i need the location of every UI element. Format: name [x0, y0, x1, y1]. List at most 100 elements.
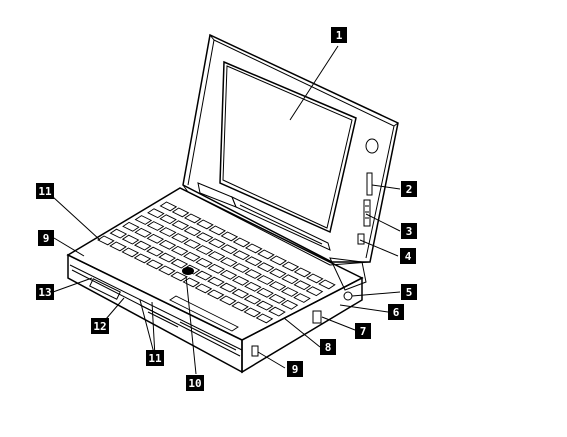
keyboard-key	[195, 245, 214, 255]
keyboard-key	[122, 221, 140, 232]
keyboard-key	[207, 263, 226, 274]
keyboard-key	[195, 270, 213, 281]
lid-indicator	[365, 138, 379, 154]
keyboard-key	[194, 283, 213, 294]
keyboard-key	[220, 257, 238, 267]
keyboard-key	[159, 227, 177, 237]
callout-8-label: 8	[325, 341, 332, 354]
callout-9-right-label: 9	[292, 363, 299, 376]
keyboard-key	[145, 259, 164, 270]
callout-11-bottom: 11	[146, 350, 164, 366]
keyboard-key	[208, 238, 226, 249]
keyboard-key	[171, 233, 189, 243]
callout-4: 4	[400, 248, 416, 264]
keyboard-key	[196, 219, 214, 230]
keyboard-key	[121, 247, 140, 258]
keyboard-key	[109, 241, 127, 252]
keyboard-key	[256, 275, 275, 285]
keyboard-key	[244, 256, 263, 267]
keyboard-key	[184, 213, 202, 224]
keyboard-key	[318, 279, 336, 290]
callout-12-label: 12	[93, 320, 106, 333]
keyboard-key	[183, 226, 202, 237]
keyboard-key	[170, 271, 188, 282]
callout-13-label: 13	[38, 286, 51, 299]
keyboard-key	[232, 237, 251, 248]
keyboard-key	[219, 295, 237, 306]
laptop-base	[66, 187, 367, 374]
callout-5-label: 5	[406, 286, 413, 299]
keyboard-key	[171, 207, 190, 218]
keyboard-key	[281, 287, 299, 297]
keyboard-key	[146, 246, 164, 257]
keyboard-key	[281, 261, 300, 272]
callout-1-label: 1	[336, 29, 343, 42]
keyboard-key	[244, 281, 262, 292]
keyboard-key	[158, 265, 176, 276]
keyboard-key	[245, 243, 263, 254]
lcd-screen	[219, 60, 357, 234]
callout-5: 5	[401, 284, 417, 300]
keyboard-key	[293, 293, 311, 303]
keyboard-key	[147, 208, 165, 219]
callout-3-label: 3	[406, 225, 413, 238]
keyboard-key	[134, 215, 153, 225]
callout-6: 6	[388, 304, 404, 320]
keyboard-key	[207, 276, 225, 287]
callout-9-left: 9	[38, 230, 54, 246]
keyboard-key	[269, 255, 287, 266]
keyboard-key	[133, 253, 152, 264]
callout-7-label: 7	[360, 325, 367, 338]
callout-12: 12	[91, 318, 109, 334]
keyboard-key	[97, 235, 115, 246]
keyboard-key	[183, 251, 201, 262]
keyboard-key	[206, 289, 225, 300]
keyboard-key	[159, 214, 177, 225]
keyboard	[97, 201, 336, 332]
keyboard-key	[256, 300, 274, 311]
keyboard-key	[243, 294, 262, 305]
callout-10-label: 10	[188, 377, 201, 390]
keyboard-key	[268, 306, 286, 317]
callout-9-left-label: 9	[43, 232, 50, 245]
hinge	[197, 182, 331, 251]
keyboard-key	[280, 299, 299, 310]
callout-9-right: 9	[287, 361, 303, 377]
callout-1: 1	[331, 27, 347, 43]
keyboard-key	[121, 234, 140, 245]
keyboard-key	[231, 301, 249, 312]
trackpoint	[182, 267, 194, 275]
callout-3: 3	[401, 223, 417, 239]
callout-2-label: 2	[406, 183, 413, 196]
leader-lines	[52, 45, 401, 375]
lid-side-controls	[357, 172, 373, 245]
keyboard-key	[159, 201, 178, 212]
keyboard-key	[255, 313, 274, 324]
keyboard-key	[219, 282, 237, 293]
keyboard-key	[281, 274, 299, 285]
keyboard-key	[305, 286, 324, 297]
keyboard-key	[195, 232, 214, 243]
keyboard-key	[208, 225, 226, 236]
keyboard-key	[269, 268, 287, 279]
keyboard-key	[231, 275, 250, 286]
callout-4-label: 4	[405, 250, 412, 263]
keyboard-key	[293, 280, 312, 291]
callout-6-label: 6	[393, 306, 400, 319]
callout-11-bottom-label: 11	[148, 352, 162, 365]
callout-11-top-label: 11	[38, 185, 52, 198]
keyboard-key	[183, 239, 201, 249]
keyboard-key	[171, 220, 190, 231]
keyboard-key	[293, 267, 312, 278]
keyboard-key	[306, 273, 324, 284]
keyboard-key	[146, 221, 165, 231]
callout-8: 8	[320, 339, 336, 355]
keyboard-key	[219, 269, 238, 280]
callout-11-top: 11	[36, 183, 54, 199]
keyboard-key	[232, 263, 250, 273]
keyboard-key	[170, 258, 189, 269]
keyboard-key	[256, 287, 274, 298]
keyboard-key	[243, 307, 262, 318]
callout-7: 7	[355, 323, 371, 339]
